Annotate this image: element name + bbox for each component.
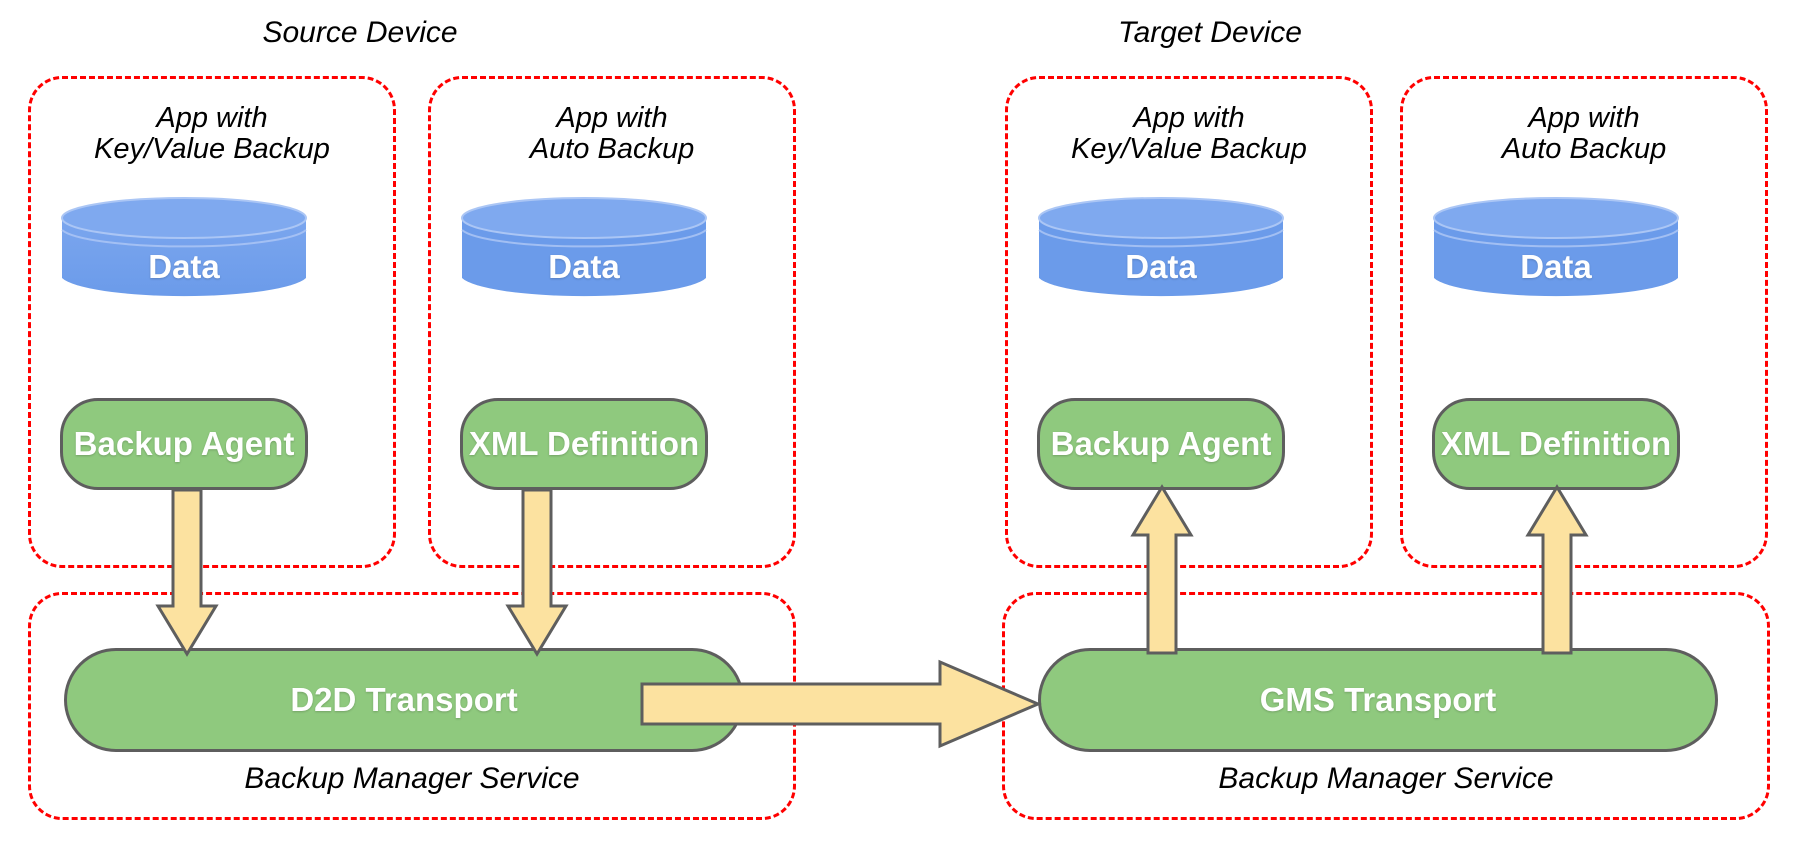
source-device-title: Source Device [262,16,458,49]
target-app-1-label: App with Key/Value Backup [1071,102,1307,166]
target-app-panel-auto-backup[interactable]: App with Auto Backup [1400,76,1768,568]
source-app-1-label: App with Key/Value Backup [94,102,330,166]
target-xml-definition-box[interactable]: XML Definition [1432,398,1680,490]
gms-transport-box[interactable]: GMS Transport [1038,648,1718,752]
arrow-source-xml-definition-to-d2d [505,488,569,657]
arrow-d2d-to-gms-transport [640,659,1042,749]
source-app-2-data-cylinder: Data [460,196,708,300]
target-backup-manager-service-panel[interactable]: Backup Manager Service [1002,592,1770,820]
source-backup-agent-box[interactable]: Backup Agent [60,398,308,490]
target-app-2-data-label: Data [1520,248,1592,285]
target-backup-agent-box[interactable]: Backup Agent [1037,398,1285,490]
arrow-gms-to-target-xml-definition [1525,484,1589,656]
target-app-2-data-cylinder: Data [1432,196,1680,300]
source-xml-definition-box[interactable]: XML Definition [460,398,708,490]
arrow-gms-to-target-backup-agent [1130,484,1194,656]
target-app-1-data-cylinder: Data [1037,196,1285,300]
source-app-2-data-label: Data [548,248,620,285]
target-app-1-data-label: Data [1125,248,1197,285]
d2d-transport-box[interactable]: D2D Transport [64,648,744,752]
target-backup-manager-service-label: Backup Manager Service [1218,761,1554,795]
source-app-panel-key-value[interactable]: App with Key/Value Backup [28,76,396,568]
target-app-2-label: App with Auto Backup [1501,102,1667,166]
source-app-2-label: App with Auto Backup [529,102,695,166]
source-app-panel-auto-backup[interactable]: App with Auto Backup [428,76,796,568]
target-device-title: Target Device [1118,16,1302,49]
source-backup-manager-service-label: Backup Manager Service [244,761,580,795]
arrow-source-backup-agent-to-d2d [155,488,219,657]
source-app-1-data-label: Data [148,248,220,285]
target-app-panel-key-value[interactable]: App with Key/Value Backup [1005,76,1373,568]
source-app-1-data-cylinder: Data [60,196,308,300]
